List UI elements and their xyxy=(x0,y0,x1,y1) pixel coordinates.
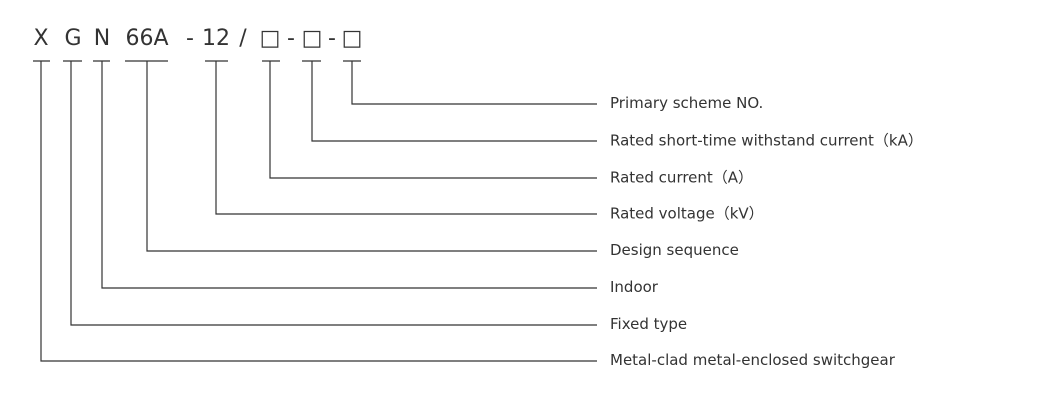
code-box-3: □ xyxy=(341,26,363,51)
leader-line xyxy=(311,61,597,142)
code-n: N xyxy=(93,26,111,51)
code-dash-2: - xyxy=(287,26,295,51)
code-x: X xyxy=(33,26,49,51)
leader-line xyxy=(269,61,597,179)
code-slash: / xyxy=(239,26,247,51)
leader-line xyxy=(351,61,597,105)
code-66a: 66A xyxy=(125,26,169,51)
label-indoor: Indoor xyxy=(610,278,658,297)
leader-line xyxy=(40,61,597,362)
label-rated-voltage: Rated voltage（kV） xyxy=(610,204,764,223)
label-switchgear: Metal-clad metal-enclosed switchgear xyxy=(610,351,895,370)
code-dash-3: - xyxy=(328,26,336,51)
label-fixed-type: Fixed type xyxy=(610,315,688,334)
code-box-2: □ xyxy=(301,26,323,51)
code-box-1: □ xyxy=(259,26,281,51)
label-primary-scheme: Primary scheme NO. xyxy=(610,94,764,113)
leader-line xyxy=(215,61,597,215)
leader-line xyxy=(70,61,597,326)
label-short-time-current: Rated short-time withstand current（kA） xyxy=(610,131,923,150)
code-12: 12 xyxy=(202,26,230,51)
leader-line xyxy=(101,61,597,289)
leader-line xyxy=(146,61,597,252)
label-design-sequence: Design sequence xyxy=(610,241,739,260)
code-dash-1: - xyxy=(186,26,194,51)
label-rated-current: Rated current（A） xyxy=(610,168,754,187)
code-g: G xyxy=(64,26,82,51)
